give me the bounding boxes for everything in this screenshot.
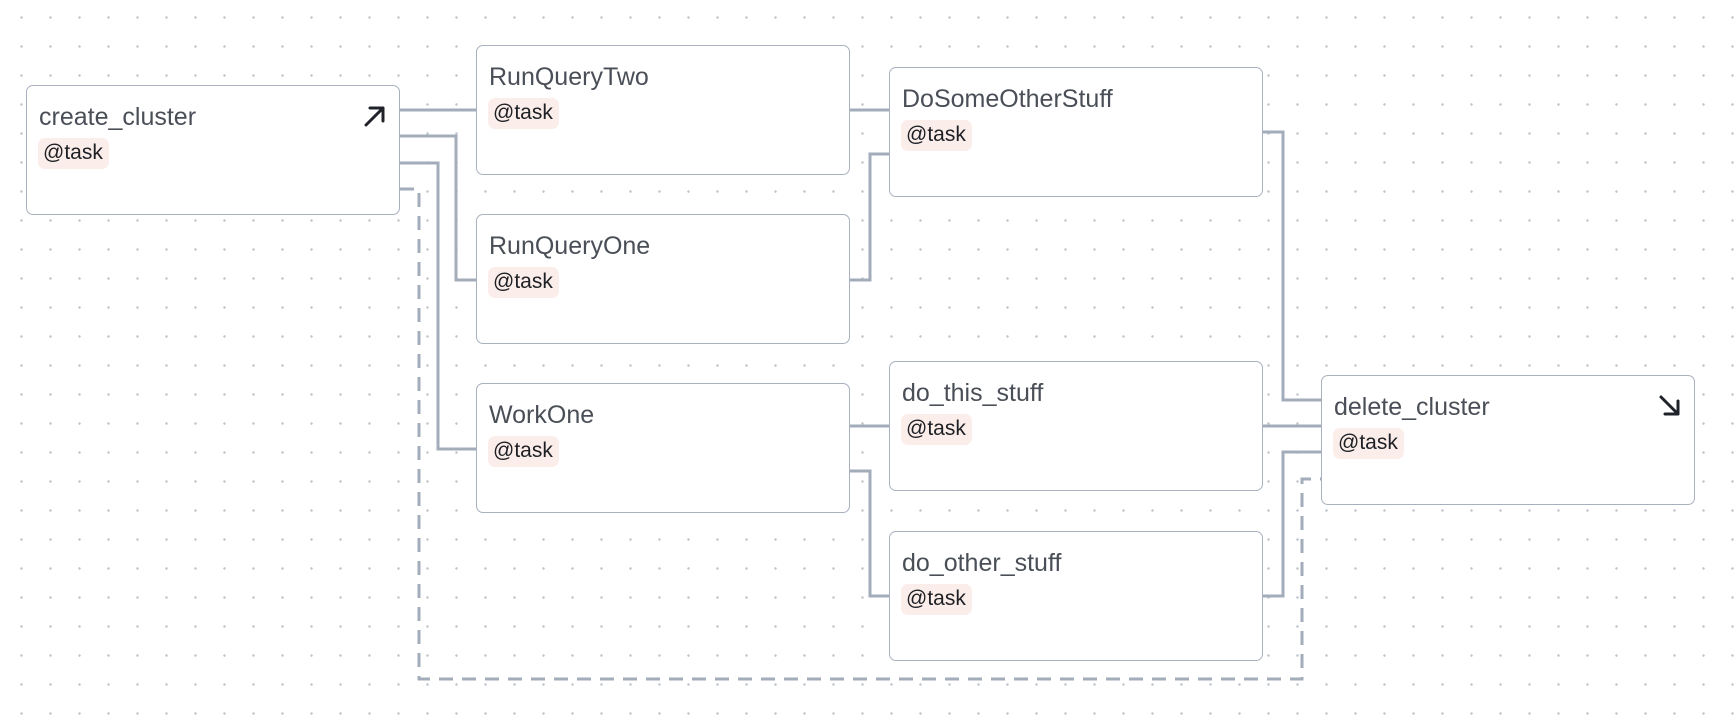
node-RunQueryOne[interactable]: RunQueryOne @task <box>476 214 850 344</box>
edge-create_cluster-RunQueryOne <box>400 134 477 282</box>
task-badge: @task <box>901 120 972 151</box>
task-badge: @task <box>488 98 559 129</box>
node-title: RunQueryOne <box>489 232 651 260</box>
node-title: create_cluster <box>39 103 197 131</box>
node-title: WorkOne <box>489 401 595 429</box>
node-do_this_stuff[interactable]: do_this_stuff @task <box>889 361 1263 491</box>
task-badge: @task <box>38 138 109 169</box>
node-title: DoSomeOtherStuff <box>902 85 1113 113</box>
edge-create_cluster-delete_cluster <box>400 187 1322 681</box>
node-title: do_other_stuff <box>902 549 1062 577</box>
node-RunQueryTwo[interactable]: RunQueryTwo @task <box>476 45 850 175</box>
node-DoSomeOtherStuff[interactable]: DoSomeOtherStuff @task <box>889 67 1263 197</box>
node-create_cluster[interactable]: create_cluster @task <box>26 85 400 215</box>
arrow-down-right-icon[interactable] <box>1656 392 1684 420</box>
task-badge: @task <box>1333 428 1404 459</box>
edge-WorkOne-do_other_stuff <box>850 469 890 598</box>
edge-do_other_stuff-delete_cluster <box>1263 450 1322 598</box>
edge-DoSomeOtherStuff-delete_cluster <box>1263 130 1322 402</box>
node-do_other_stuff[interactable]: do_other_stuff @task <box>889 531 1263 661</box>
task-badge: @task <box>488 436 559 467</box>
edge-create_cluster-WorkOne <box>400 161 477 451</box>
node-WorkOne[interactable]: WorkOne @task <box>476 383 850 513</box>
node-title: delete_cluster <box>1334 393 1490 421</box>
arrow-up-right-icon[interactable] <box>361 102 389 130</box>
task-badge: @task <box>488 267 559 298</box>
node-delete_cluster[interactable]: delete_cluster @task <box>1321 375 1695 505</box>
node-title: do_this_stuff <box>902 379 1044 407</box>
task-badge: @task <box>901 584 972 615</box>
node-title: RunQueryTwo <box>489 63 649 91</box>
edge-RunQueryOne-DoSomeOtherStuff <box>850 152 890 282</box>
task-badge: @task <box>901 414 972 445</box>
